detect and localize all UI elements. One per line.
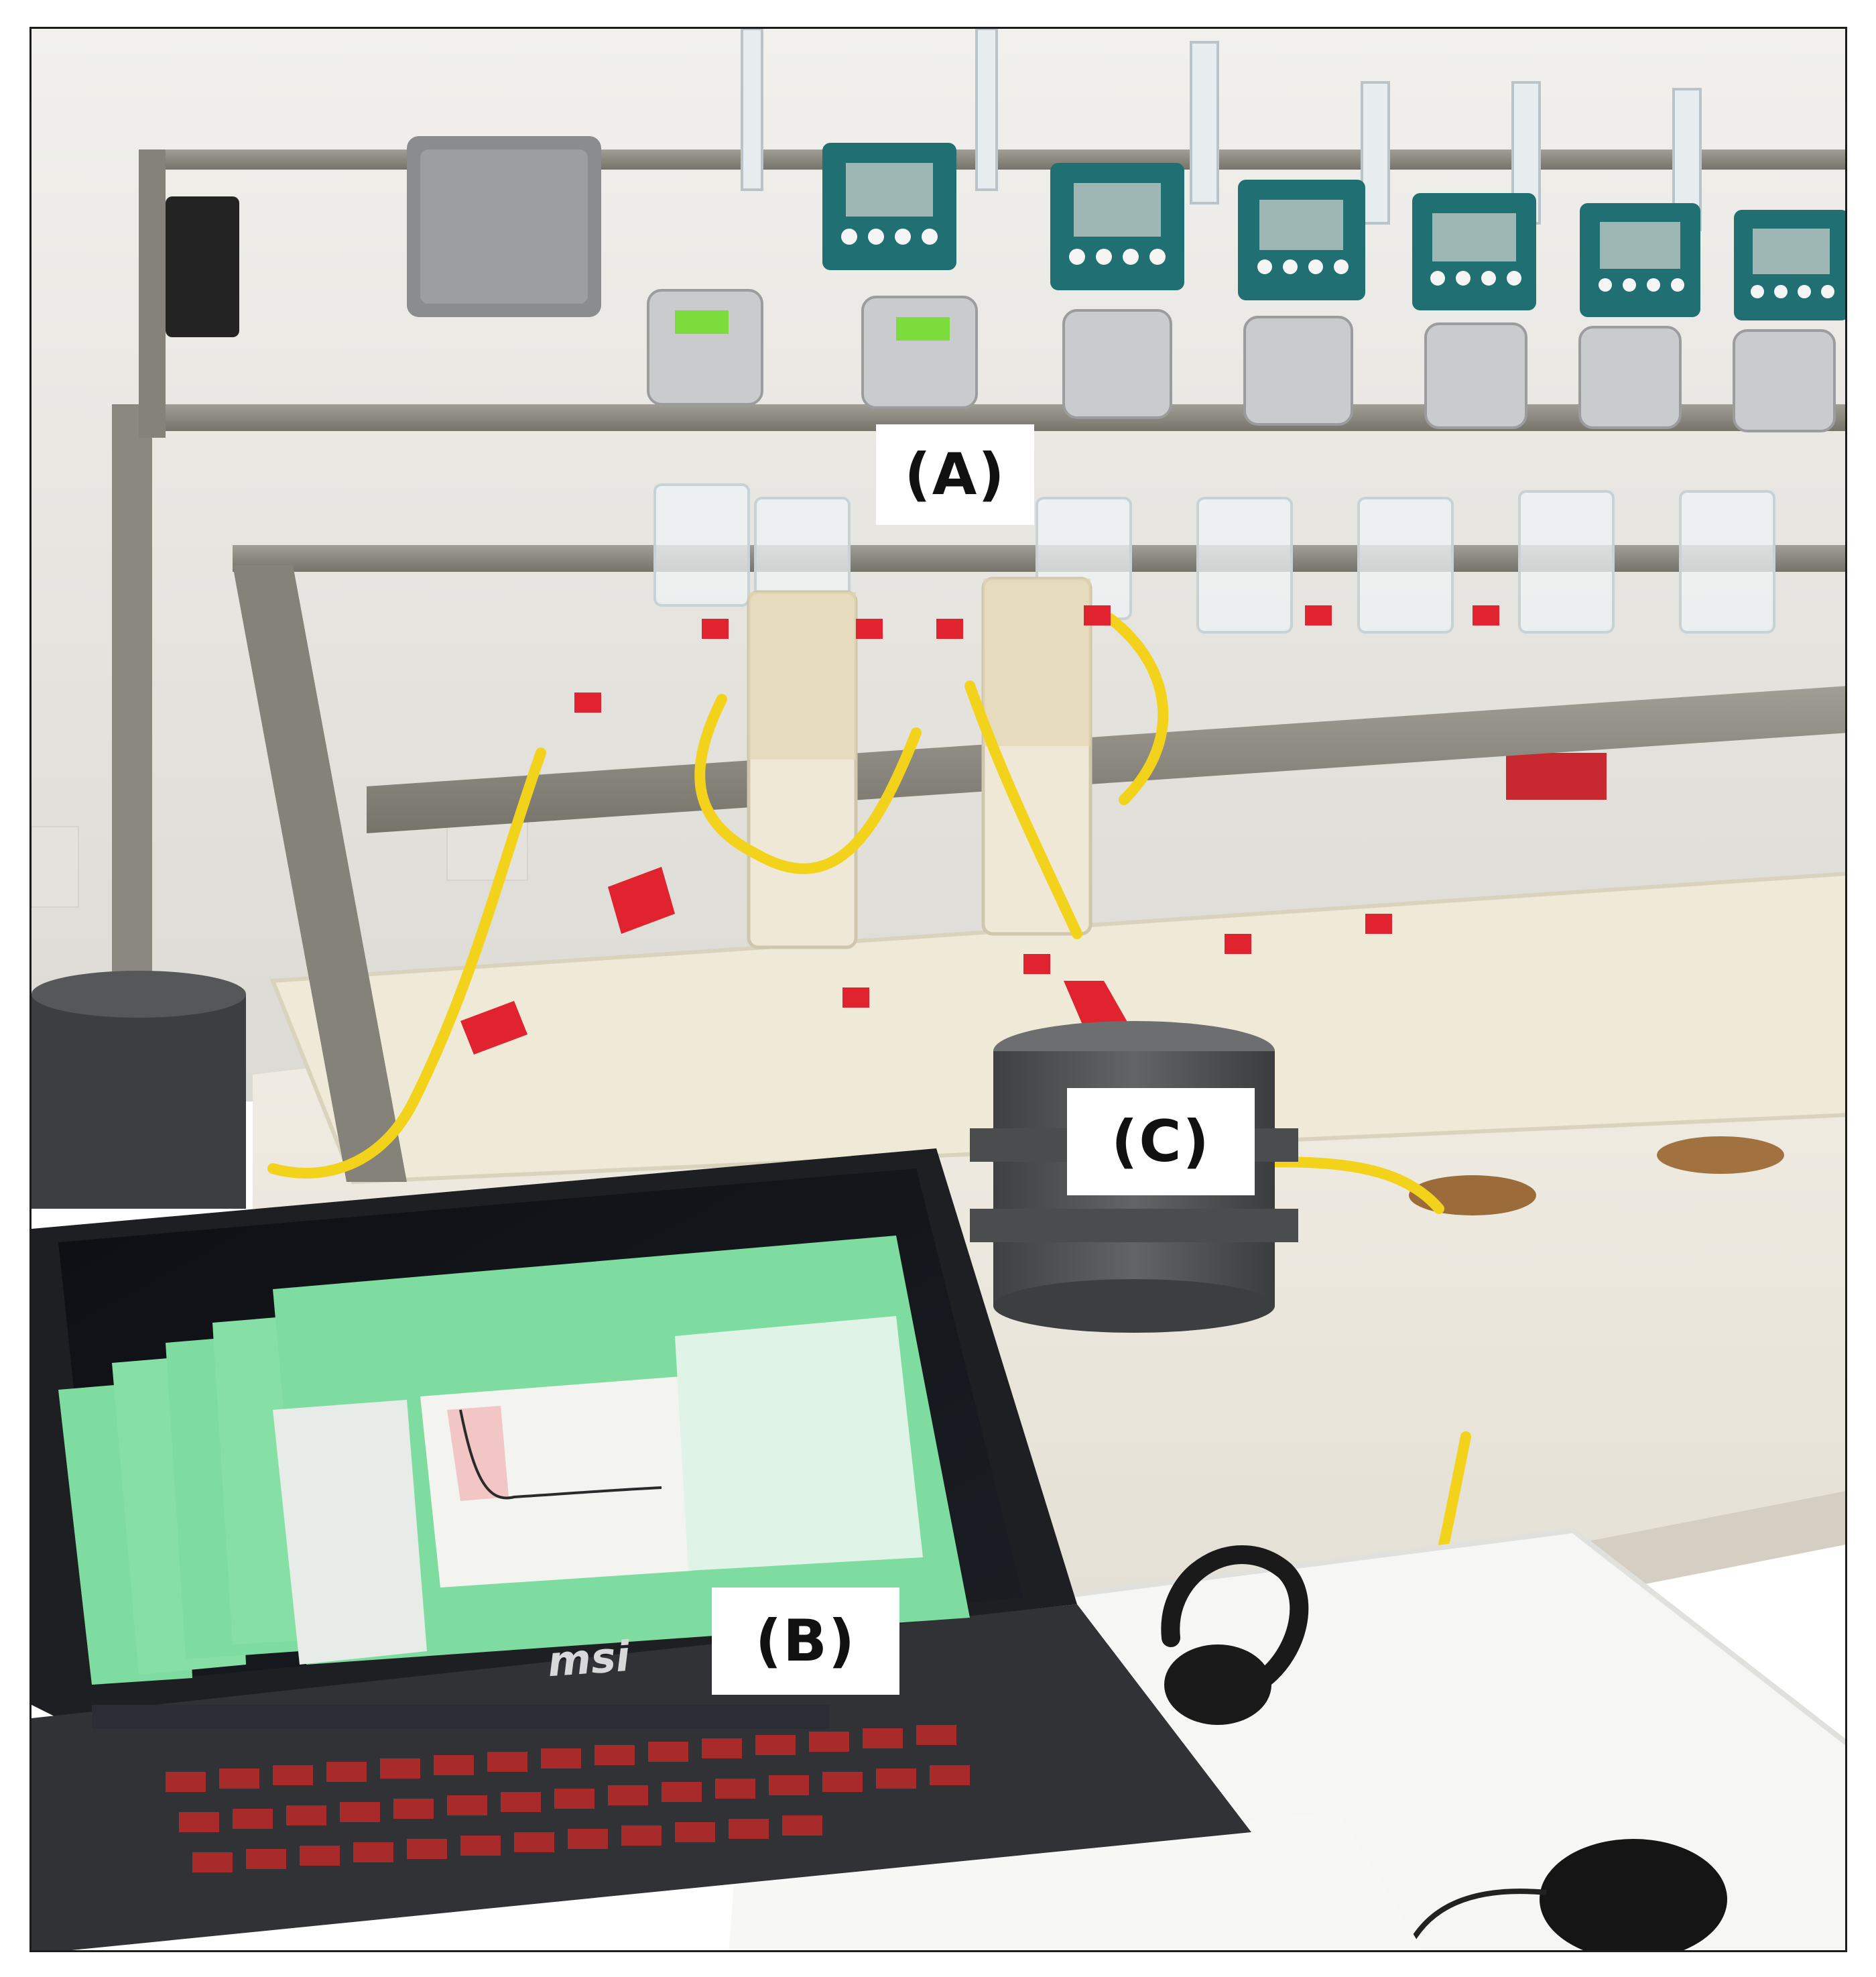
laptop-brand-logo: msi (546, 1632, 632, 1686)
pump-displays (675, 310, 950, 341)
junction-box (407, 136, 601, 317)
yellow-tubing (267, 613, 1471, 1630)
laptop-brand-text: msi (546, 1631, 632, 1687)
panel-label-b-text: (B) (755, 1608, 857, 1675)
lab-photo: (A) (C) (B) msi (29, 27, 1847, 1952)
headset-earcup (1164, 1644, 1271, 1725)
left-vessel (32, 971, 246, 1209)
computer-mouse (1540, 1839, 1727, 1950)
wall-sockets (32, 753, 1607, 908)
lab-photo-illustration (32, 29, 1845, 1950)
panel-label-a: (A) (876, 424, 1034, 525)
vessel-c (970, 1021, 1298, 1333)
laptop-screen (58, 1169, 1023, 1729)
controllers (822, 143, 1845, 320)
soil-sample-2 (1657, 1136, 1784, 1174)
pump-heads (647, 289, 1836, 432)
headset (1161, 1545, 1309, 1687)
panel-label-a-text: (A) (904, 441, 1006, 508)
software-windows (58, 1236, 970, 1685)
power-adapter (166, 196, 239, 337)
red-connectors (460, 605, 1499, 1055)
paper-sheet (729, 1812, 1424, 1950)
glass-reactors (653, 483, 1775, 634)
panel-label-b: (B) (712, 1587, 899, 1695)
panel-label-c-text: (C) (1111, 1108, 1210, 1175)
panel-label-c: (C) (1067, 1088, 1255, 1195)
